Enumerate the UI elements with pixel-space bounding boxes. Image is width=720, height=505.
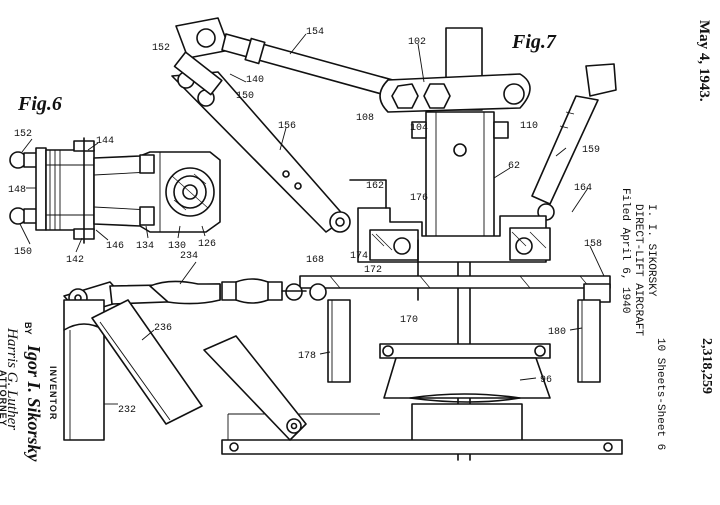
sheet-count: 10 Sheets-Sheet 6: [654, 338, 666, 450]
ref-180: 180: [548, 327, 566, 338]
ref-174: 174: [350, 251, 368, 262]
ref-234: 234: [180, 251, 198, 262]
patent-date: May 4, 1943.: [695, 20, 712, 102]
ref-164: 164: [574, 183, 592, 194]
ref-154: 154: [306, 27, 324, 38]
ref-152-fig6: 152: [14, 129, 32, 140]
ref-140: 140: [246, 75, 264, 86]
ref-146: 146: [106, 241, 124, 252]
ref-96: 96: [540, 375, 552, 386]
fig7-drawing: [64, 18, 622, 460]
ref-102: 102: [408, 37, 426, 48]
attorney-label: ATTORNEY: [0, 370, 8, 427]
ref-150-fig6: 150: [14, 247, 32, 258]
fig6-drawing: [10, 138, 220, 252]
ref-159: 159: [582, 145, 600, 156]
patent-number: 2,318,259: [698, 338, 714, 394]
inventor-label: INVENTOR: [48, 366, 58, 420]
ref-134: 134: [136, 241, 154, 252]
ref-168: 168: [306, 255, 324, 266]
ref-142: 142: [66, 255, 84, 266]
ref-152: 152: [152, 43, 170, 54]
ref-236: 236: [154, 323, 172, 334]
filing-date: Filed April 6, 1940: [619, 188, 631, 313]
ref-232: 232: [118, 405, 136, 416]
patent-title: DIRECT-LIFT AIRCRAFT: [632, 204, 644, 336]
ref-156: 156: [278, 121, 296, 132]
inventor-name: I. I. SIKORSKY: [645, 204, 657, 296]
by-label: BY: [23, 322, 33, 335]
ref-144: 144: [96, 136, 114, 147]
ref-110: 110: [520, 121, 538, 132]
ref-178: 178: [298, 351, 316, 362]
fig7-caption: Fig.7: [511, 31, 557, 53]
ref-148: 148: [8, 185, 26, 196]
ref-158: 158: [584, 239, 602, 250]
fig6-caption: Fig.6: [17, 93, 62, 115]
ref-126: 126: [198, 239, 216, 250]
ref-176: 176: [410, 193, 428, 204]
ref-62: 62: [508, 161, 520, 172]
ref-172: 172: [364, 265, 382, 276]
ref-108: 108: [356, 113, 374, 124]
ref-104: 104: [410, 123, 428, 134]
ref-130: 130: [168, 241, 186, 252]
ref-170: 170: [400, 315, 418, 326]
ref-162: 162: [366, 181, 384, 192]
inventor-signature: Igor I. Sikorsky: [23, 345, 44, 462]
ref-150: 150: [236, 91, 254, 102]
